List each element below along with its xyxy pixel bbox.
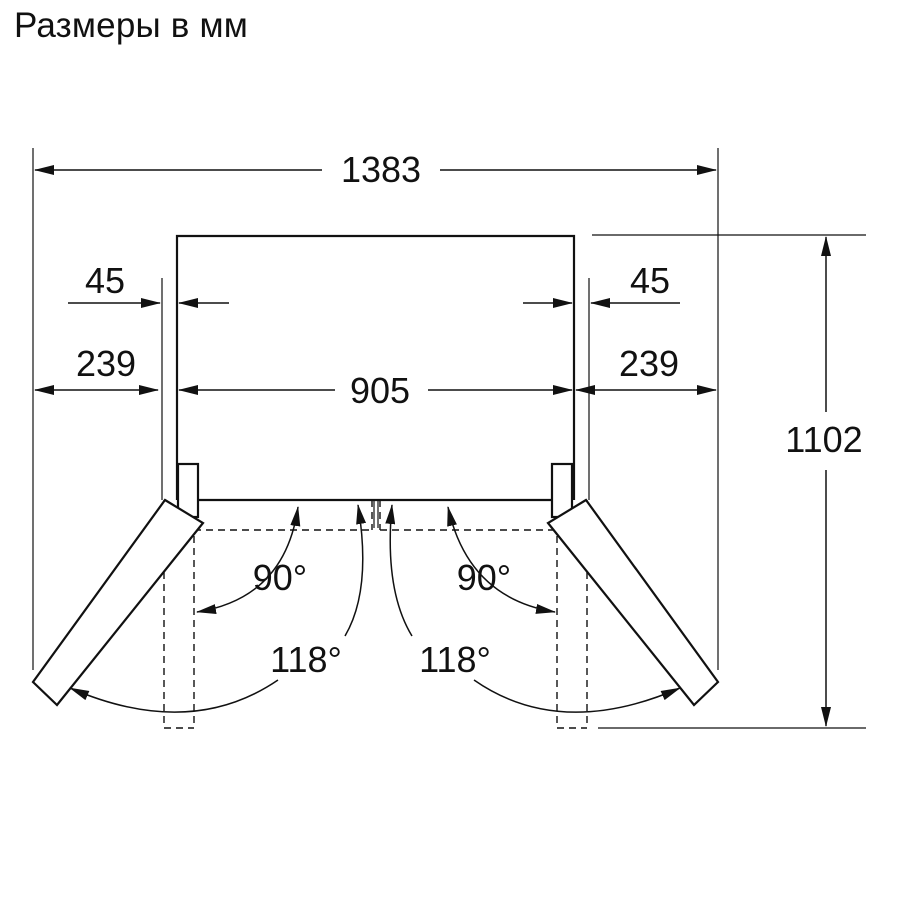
right-118-arc: 118° [385, 504, 681, 713]
total-width-label: 1383 [341, 149, 421, 190]
right-door-118 [546, 498, 720, 707]
right-118-label: 118° [419, 639, 491, 680]
left-118-arc-lower [69, 679, 279, 713]
right-118-arc-lower [473, 679, 681, 713]
left-118-arc-upper [344, 504, 367, 637]
doors-90-degree-dashed [163, 500, 588, 729]
right-239-label: 239 [619, 343, 679, 384]
fridge-body [175, 234, 576, 528]
right-90-arc-path [447, 506, 556, 614]
left-118-arc: 118° [69, 504, 367, 713]
total-depth-label: 1102 [785, 419, 862, 460]
left-90-arc: 90° [196, 506, 307, 614]
page-title: Размеры в мм [14, 6, 249, 45]
right-45-label: 45 [630, 260, 670, 301]
fridge-body-outline [175, 234, 576, 500]
body-width-label: 905 [350, 370, 410, 411]
left-239-label: 239 [76, 343, 136, 384]
right-90-arc: 90° [447, 506, 556, 614]
left-small-clearance: 45 [68, 260, 229, 500]
left-90-label: 90° [253, 557, 307, 598]
left-door-118 [31, 498, 205, 707]
total-depth-dimension: 1102 [592, 234, 866, 729]
right-118-arc-upper [385, 504, 413, 637]
right-90-label: 90° [457, 557, 511, 598]
left-90-arc-path [196, 506, 301, 614]
width-breakdown-dimension: 239 905 239 [34, 343, 717, 411]
left-45-label: 45 [85, 260, 125, 301]
left-118-label: 118° [270, 639, 342, 680]
